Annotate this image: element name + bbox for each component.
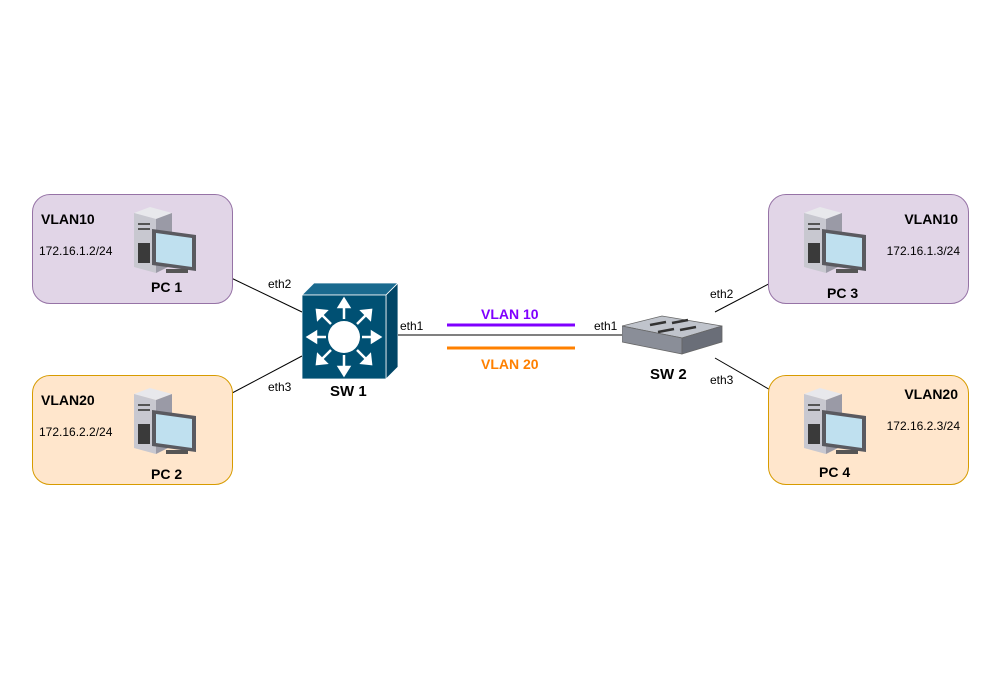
trunk-vlan20-label: VLAN 20 bbox=[481, 356, 539, 372]
ip-address: 172.16.2.2/24 bbox=[39, 425, 113, 439]
trunk-vlan10-label: VLAN 10 bbox=[481, 306, 539, 322]
ip-address: 172.16.1.2/24 bbox=[39, 244, 113, 258]
pc-icon bbox=[804, 388, 866, 454]
switch-label-sw1: SW 1 bbox=[330, 383, 367, 400]
layer3-switch-icon bbox=[302, 283, 398, 379]
host-box-pc2: VLAN20 172.16.2.2/24 PC 2 bbox=[32, 375, 233, 485]
port-label-sw2-eth1: eth1 bbox=[594, 319, 618, 333]
switch-icon bbox=[622, 315, 723, 355]
pc-icon bbox=[134, 207, 196, 273]
port-label-sw1-eth3: eth3 bbox=[268, 380, 292, 394]
host-box-pc3: VLAN10 172.16.1.3/24 PC 3 bbox=[768, 194, 969, 304]
ip-address: 172.16.2.3/24 bbox=[886, 419, 960, 433]
port-label-sw1-eth2: eth2 bbox=[268, 277, 292, 291]
host-name: PC 4 bbox=[819, 464, 851, 480]
host-name: PC 2 bbox=[151, 466, 183, 482]
vlan-label: VLAN20 bbox=[904, 386, 958, 402]
host-box-pc4: VLAN20 172.16.2.3/24 PC 4 bbox=[768, 375, 969, 485]
port-label-sw2-eth3: eth3 bbox=[710, 373, 734, 387]
pc-icon bbox=[804, 207, 866, 273]
vlan-label: VLAN20 bbox=[41, 392, 95, 408]
switch-label-sw2: SW 2 bbox=[650, 366, 687, 383]
vlan-label: VLAN10 bbox=[904, 211, 958, 227]
host-box-pc1: VLAN10 172.16.1.2/24 PC 1 bbox=[32, 194, 233, 304]
port-label-sw2-eth2: eth2 bbox=[710, 287, 734, 301]
vlan-label: VLAN10 bbox=[41, 211, 95, 227]
host-name: PC 3 bbox=[827, 285, 859, 301]
pc-icon bbox=[134, 388, 196, 454]
port-label-sw1-eth1: eth1 bbox=[400, 319, 424, 333]
host-name: PC 1 bbox=[151, 279, 183, 295]
ip-address: 172.16.1.3/24 bbox=[886, 244, 960, 258]
